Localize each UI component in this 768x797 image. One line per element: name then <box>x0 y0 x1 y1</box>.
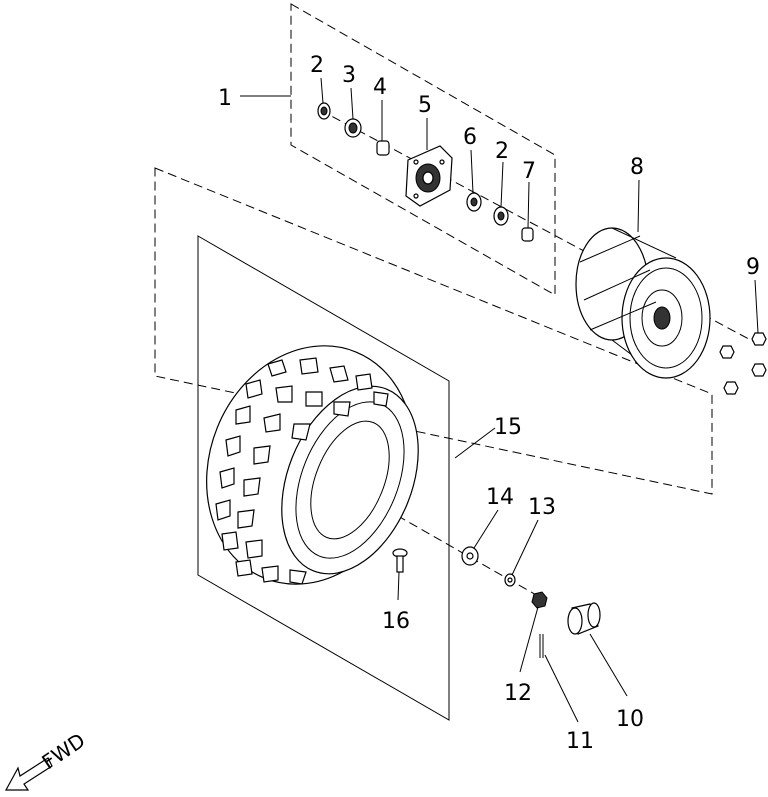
spacer-part-4 <box>376 140 390 156</box>
leader-9 <box>754 279 759 334</box>
valve-stem-part-16 <box>392 548 408 573</box>
leader-2a <box>320 77 324 104</box>
cotter-pin-part-11 <box>539 634 544 658</box>
leader-12 <box>519 606 539 673</box>
callout-15: 15 <box>494 415 522 440</box>
forward-arrow-icon <box>4 757 53 791</box>
seal-part-2b <box>493 206 509 226</box>
tire-group-box <box>197 235 450 721</box>
leader-3 <box>350 87 354 120</box>
leader-8 <box>637 179 640 233</box>
callout-2a: 2 <box>310 53 324 78</box>
callout-3: 3 <box>342 63 356 88</box>
callout-2b: 2 <box>495 139 509 164</box>
rim-part-8 <box>575 227 711 379</box>
callout-7: 7 <box>522 159 536 184</box>
wheel-nut-part-9 <box>719 332 767 395</box>
collar-part-7 <box>521 227 534 242</box>
castle-nut-part-12 <box>531 591 548 609</box>
callout-16: 16 <box>382 609 410 634</box>
hub-part-5 <box>405 145 453 207</box>
callout-11: 11 <box>566 729 594 754</box>
washer-part-13 <box>504 573 516 587</box>
callout-13: 13 <box>528 495 556 520</box>
callout-1: 1 <box>218 86 232 111</box>
leader-7 <box>527 181 530 229</box>
callout-5: 5 <box>418 93 432 118</box>
callout-4: 4 <box>373 75 387 100</box>
tire-part-15 <box>206 345 419 585</box>
callout-6: 6 <box>463 125 477 150</box>
forward-label: FWD <box>37 728 89 774</box>
hub-cap-part-10 <box>567 602 601 635</box>
forward-direction-indicator: FWD <box>4 728 90 791</box>
leader-15 <box>454 427 496 459</box>
bearing-part-6 <box>466 192 482 212</box>
leader-10 <box>589 633 628 697</box>
bearing-part-3 <box>344 118 362 138</box>
callout-9: 9 <box>746 255 760 280</box>
leader-13 <box>511 519 539 576</box>
leader-16 <box>397 571 400 601</box>
leader-6 <box>470 149 474 194</box>
hub-assembly-group-box <box>290 3 556 296</box>
callout-14: 14 <box>486 485 514 510</box>
callout-12: 12 <box>504 681 532 706</box>
leader-2b <box>500 161 504 208</box>
washer-part-14 <box>461 546 479 566</box>
seal-part-2 <box>317 102 331 120</box>
leader-14 <box>473 509 499 549</box>
tire-tread-blocks <box>215 357 389 585</box>
rim-group-box <box>154 167 713 495</box>
callout-10: 10 <box>616 707 644 732</box>
callout-8: 8 <box>630 155 644 180</box>
leader-11 <box>544 654 579 723</box>
